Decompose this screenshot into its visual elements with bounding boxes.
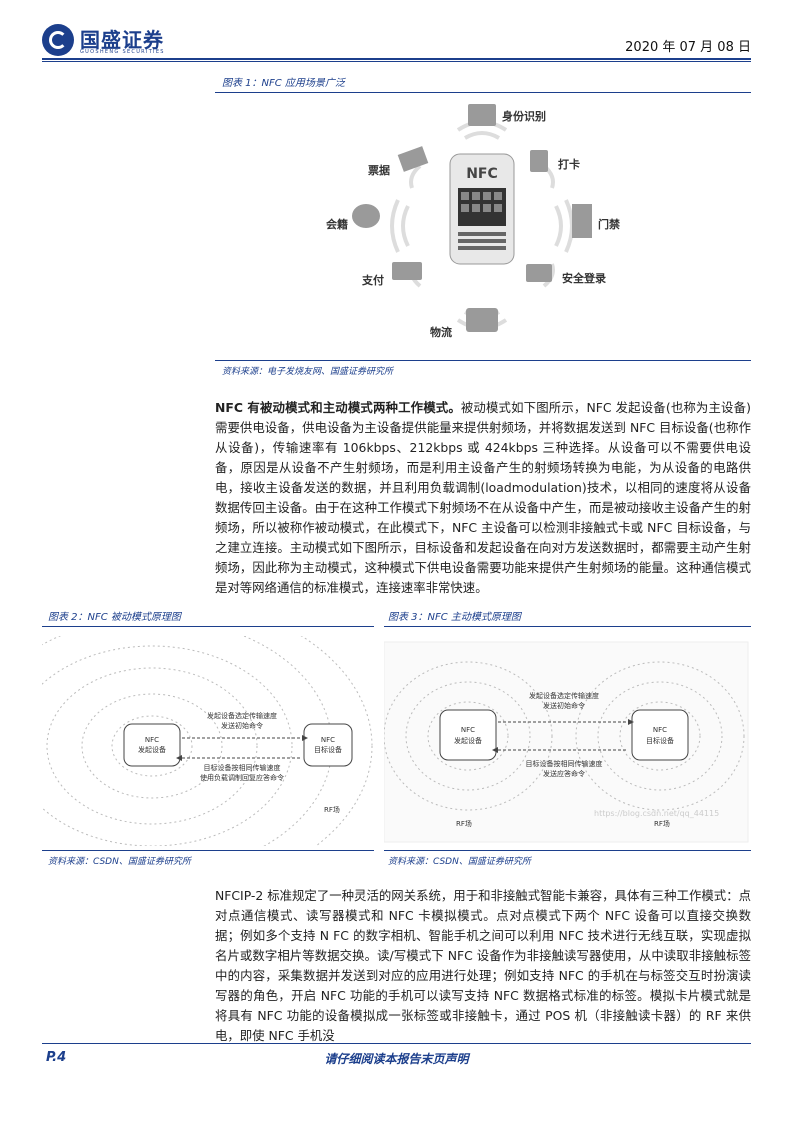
- id-card-icon: [468, 104, 496, 126]
- initiator-box: [439, 709, 497, 761]
- svg-text:NFC: NFC: [461, 726, 475, 734]
- figure3-caption-rule: [384, 626, 751, 627]
- target-box: [631, 709, 689, 761]
- svg-text:NFC: NFC: [321, 736, 335, 744]
- label-door: 门禁: [598, 217, 620, 231]
- label-ticket: 票据: [368, 163, 390, 177]
- svg-text:目标设备按相同传输速度: 目标设备按相同传输速度: [526, 759, 603, 768]
- target-box: [303, 723, 353, 767]
- nfc-center-label: NFC: [466, 166, 498, 182]
- svg-text:使用负载调制回复应答命令: 使用负载调制回复应答命令: [200, 773, 284, 782]
- header-rule: [42, 58, 751, 60]
- paragraph1-lead: NFC 有被动模式和主动模式两种工作模式。: [215, 400, 461, 415]
- svg-text:目标设备按相同传输速度: 目标设备按相同传输速度: [204, 763, 281, 772]
- report-date: 2020 年 07 月 08 日: [625, 40, 751, 55]
- figure3-source-rule: [384, 850, 751, 851]
- figure1-source-rule: [215, 360, 751, 361]
- svg-text:RF场: RF场: [456, 819, 472, 828]
- door-icon: [572, 204, 592, 238]
- figure3-caption: 图表 3：NFC 主动模式原理图: [388, 612, 521, 623]
- logo-text-en: GUOSHENG SECURITIES: [80, 49, 165, 55]
- label-login: 安全登录: [562, 271, 606, 285]
- svg-text:发起设备: 发起设备: [138, 745, 166, 754]
- figure1-caption-rule: [215, 92, 751, 93]
- figure2-source-rule: [42, 850, 374, 851]
- header-rule-thin: [42, 61, 751, 62]
- svg-text:发起设备选定传输速度: 发起设备选定传输速度: [207, 711, 277, 720]
- ticket-icon: [397, 146, 429, 172]
- svg-text:NFC: NFC: [145, 736, 159, 744]
- label-logistics: 物流: [430, 325, 452, 339]
- logo-icon: [42, 24, 74, 56]
- svg-text:NFC: NFC: [653, 726, 667, 734]
- footer-disclaimer: 请仔细阅读本报告末页声明: [324, 1052, 469, 1066]
- passive-mode-diagram: NFC 发起设备 NFC 目标设备 发起设备选定传输速度 发送初始命令 目标设备…: [42, 636, 373, 846]
- watermark: https://blog.csdn.net/qq_44115: [594, 809, 719, 818]
- figure2-caption: 图表 2：NFC 被动模式原理图: [48, 612, 181, 623]
- piggy-bank-icon: [352, 204, 380, 228]
- truck-icon: [466, 308, 498, 332]
- logo-text-cn: 国盛证券: [80, 28, 164, 52]
- phone-icon: [449, 153, 515, 265]
- figure1-source: 资料来源：电子发烧友网、国盛证券研究所: [222, 367, 394, 377]
- svg-text:发起设备: 发起设备: [454, 736, 482, 745]
- svg-text:发起设备选定传输速度: 发起设备选定传输速度: [529, 691, 599, 700]
- nfc-application-diagram: NFC 身份识别 打卡 门禁 安全登录 物流 支付 会籍 票据: [326, 104, 620, 339]
- paragraph1-body: 被动模式如下图所示，NFC 发起设备(也称为主设备)需要供电设备，供电设备为主设…: [215, 400, 751, 595]
- footer-rule: [42, 1043, 751, 1044]
- figure1-caption: 图表 1：NFC 应用场景广泛: [222, 78, 345, 89]
- company-logo: 国盛证券 GUOSHENG SECURITIES: [42, 24, 242, 60]
- svg-text:发送初始命令: 发送初始命令: [543, 701, 585, 710]
- figure2-source: 资料来源：CSDN、国盛证券研究所: [48, 857, 191, 867]
- initiator-box: [123, 723, 181, 767]
- svg-text:发送应答命令: 发送应答命令: [543, 769, 585, 778]
- label-clock: 打卡: [558, 157, 580, 171]
- figure3-source: 资料来源：CSDN、国盛证券研究所: [388, 857, 531, 867]
- label-member: 会籍: [326, 217, 348, 231]
- credit-card-icon: [392, 262, 422, 280]
- body-paragraph-1: NFC 有被动模式和主动模式两种工作模式。被动模式如下图所示，NFC 发起设备(…: [215, 398, 751, 598]
- svg-text:目标设备: 目标设备: [646, 736, 674, 745]
- body-paragraph-2: NFCIP-2 标准规定了一种灵活的网关系统，用于和非接触式智能卡兼容，具体有三…: [215, 888, 751, 1043]
- label-pay: 支付: [361, 273, 384, 287]
- svg-text:RF场: RF场: [324, 805, 340, 814]
- active-mode-diagram: NFC 发起设备 NFC 目标设备 发起设备选定传输速度 发送初始命令 目标设备…: [384, 641, 749, 843]
- clock-in-icon: [530, 150, 548, 172]
- svg-text:RF场: RF场: [654, 819, 670, 828]
- label-identity: 身份识别: [502, 109, 546, 123]
- page-number: P.4: [46, 1050, 67, 1065]
- figure2-caption-rule: [42, 626, 374, 627]
- svg-text:发送初始命令: 发送初始命令: [221, 721, 263, 730]
- login-icon: [526, 264, 552, 282]
- svg-text:目标设备: 目标设备: [314, 745, 342, 754]
